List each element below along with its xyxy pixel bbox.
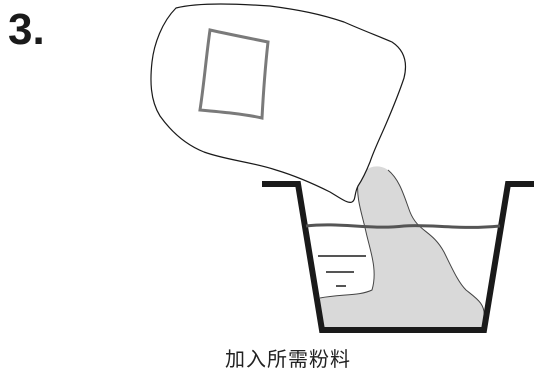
powder-stream <box>320 166 485 330</box>
step-number: 3. <box>8 5 45 54</box>
powder-stream-edge-right <box>387 169 485 319</box>
bag-label-rect <box>198 28 270 120</box>
powder-bag <box>150 3 407 203</box>
water-basin <box>262 181 534 333</box>
caption: 加入所需粉料 <box>225 347 351 371</box>
water-surface-line <box>305 223 501 229</box>
powder-stream-edge-left <box>319 181 375 299</box>
